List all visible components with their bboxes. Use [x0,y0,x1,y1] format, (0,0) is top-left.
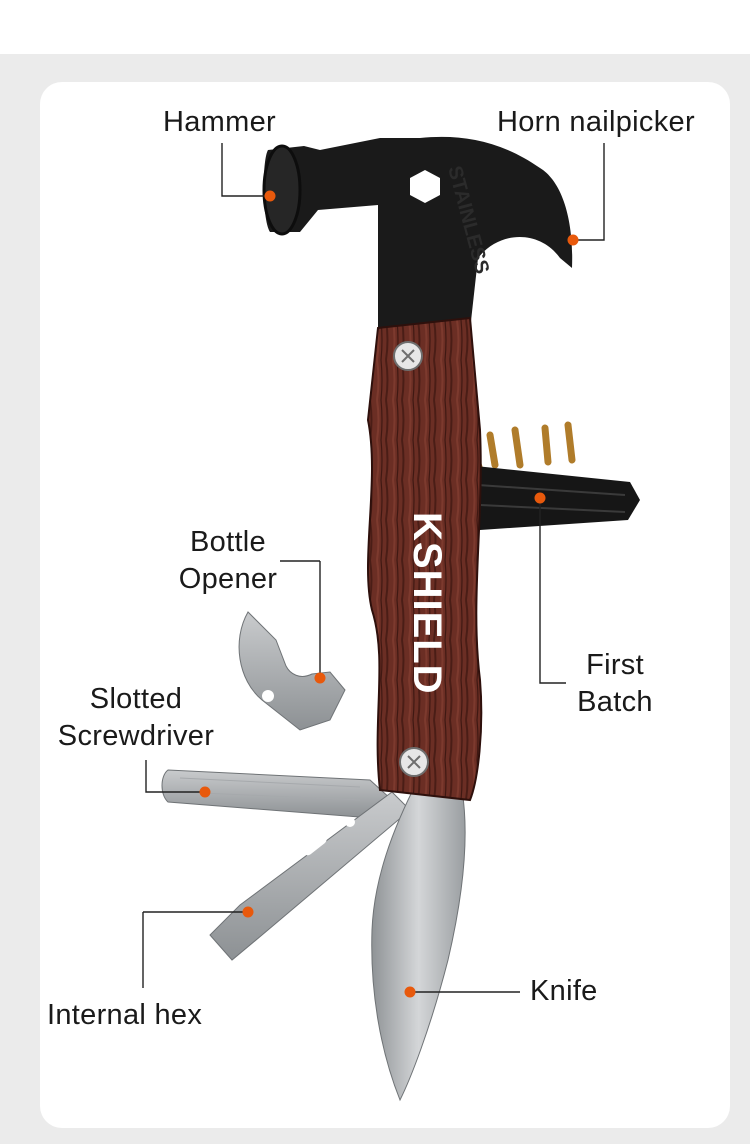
marker-first-batch [534,492,546,504]
marker-horn [567,234,579,246]
label-first-line2: Batch [577,686,653,718]
top-strip [0,0,750,54]
label-bottle-line1: Bottle [190,526,266,558]
marker-internal-hex [242,906,254,918]
label-knife: Knife [530,975,598,1007]
slotted-screwdriver-tool [161,769,393,819]
label-first-line1: First [586,649,644,681]
leader-lines [142,143,605,993]
brand-logo-text: KSHIELD [405,512,449,695]
wood-handle [366,316,483,802]
label-horn-nailpicker: Horn nailpicker [497,106,695,138]
label-slotted-line1: Slotted [89,683,183,715]
label-slotted-line2: Screwdriver [57,720,215,752]
bottle-opener-tool [238,611,346,731]
label-internal-hex: Internal hex [47,999,203,1031]
knife-blade [371,779,466,1102]
marker-bottle-opener [314,672,326,684]
marker-dots [199,190,579,998]
label-bottle-line2: Opener [178,563,278,595]
marker-hammer [264,190,276,202]
hammer-head: STAINLESS [262,136,573,330]
label-hammer: Hammer [163,106,276,138]
bit-holder [460,421,640,530]
marker-knife [404,986,416,998]
marker-slotted [199,786,211,798]
